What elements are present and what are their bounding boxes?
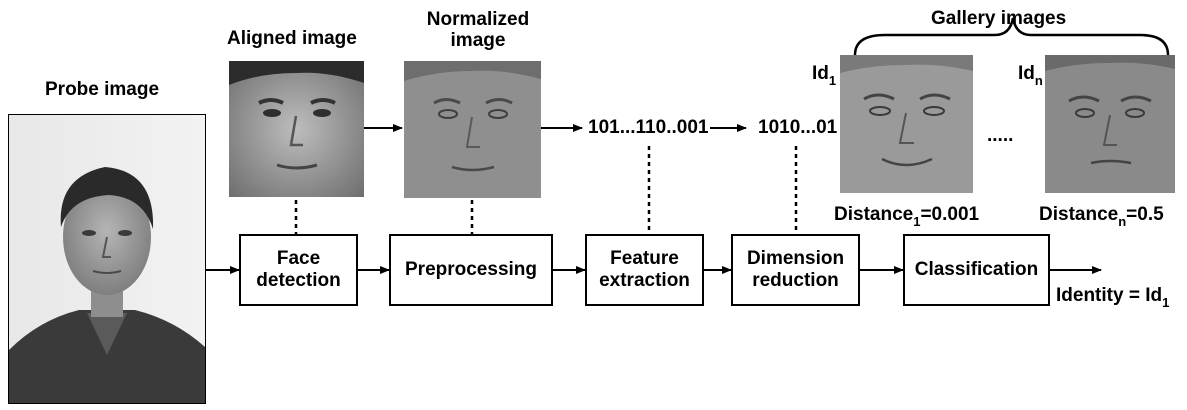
- identity-result-label: Identity = Id1: [1056, 285, 1170, 310]
- aligned-image-title: Aligned image: [227, 28, 357, 49]
- gallery-face-n-illustration: [1045, 55, 1175, 193]
- probe-face-illustration: [9, 115, 205, 403]
- dimension-reduction-box: Dimension reduction: [731, 234, 860, 306]
- face-detection-box: Face detection: [239, 234, 358, 306]
- gallery-image-n: [1045, 55, 1175, 193]
- normalized-image-title: Normalized image: [426, 9, 530, 51]
- probe-image-title: Probe image: [45, 79, 160, 100]
- classification-box: Classification: [903, 234, 1050, 306]
- feature-extraction-box: Feature extraction: [585, 234, 704, 306]
- gallery-ellipsis: .....: [987, 125, 1014, 146]
- gallery-image-1: [840, 55, 973, 193]
- gallery-id1-label: Id1: [812, 63, 837, 88]
- normalized-image: [404, 61, 541, 198]
- distance-n-label: Distancen=0.5: [1039, 204, 1164, 229]
- aligned-face-illustration: [229, 61, 364, 197]
- gallery-idn-label: Idn: [1018, 63, 1043, 88]
- reduced-code-text: 1010...01: [758, 117, 838, 138]
- gallery-brace: [853, 17, 1170, 56]
- distance-1-label: Distance1=0.001: [834, 204, 980, 229]
- probe-image: [8, 114, 206, 404]
- feature-code-text: 101...110..001: [588, 117, 709, 138]
- normalized-face-illustration: [404, 61, 541, 198]
- aligned-image: [229, 61, 364, 197]
- gallery-face-1-illustration: [840, 55, 973, 193]
- gallery-images-title: Gallery images: [931, 8, 1067, 29]
- preprocessing-box: Preprocessing: [389, 234, 553, 306]
